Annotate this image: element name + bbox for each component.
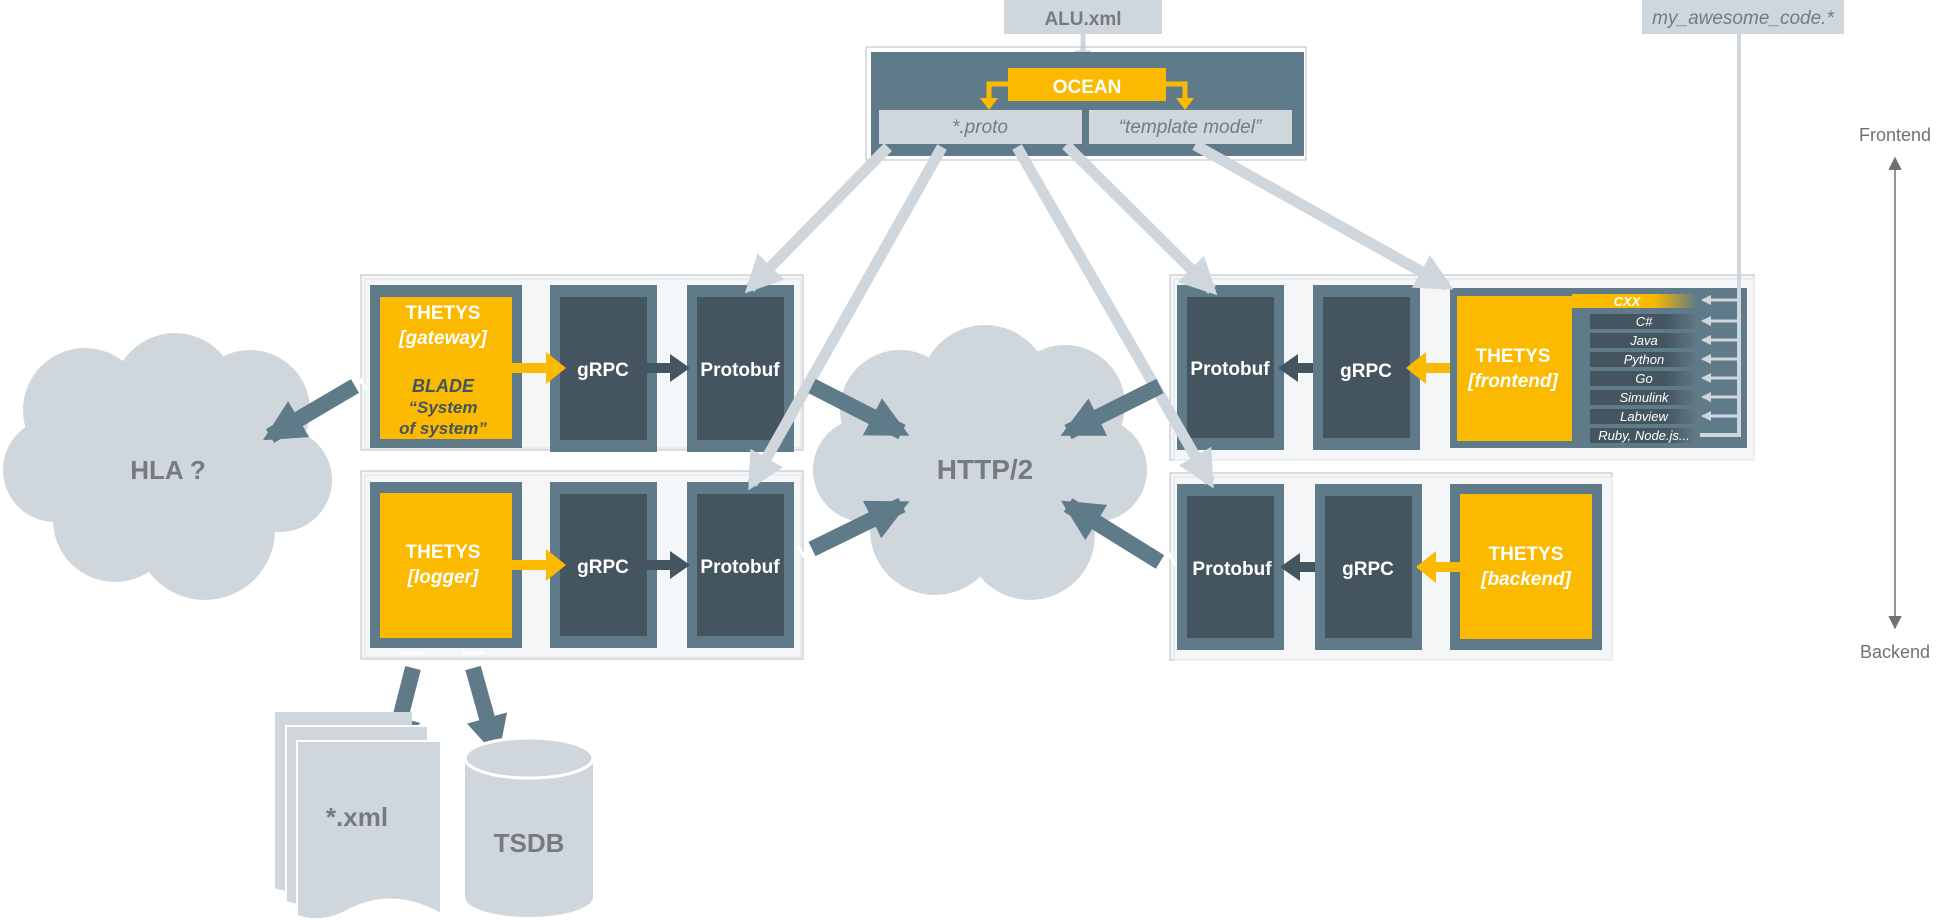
proto-box: [879, 110, 1082, 144]
hla-cloud: [3, 333, 332, 600]
language-bar-ruby: [1590, 428, 1697, 443]
grpc-logger-label: gRPC: [577, 557, 629, 578]
language-go: Go: [1635, 371, 1652, 386]
thetys-gateway-title: THETYS: [406, 303, 481, 324]
template-model-box: [1089, 110, 1292, 144]
thetys-backend-role: [backend]: [1480, 569, 1571, 590]
blade-label: BLADE: [412, 376, 475, 396]
my-code-feed: [1700, 34, 1741, 437]
protobuf-logger-box: [697, 494, 784, 636]
ocean-distribution-arrows: [744, 140, 1454, 491]
protobuf-frontend-box: [1187, 297, 1274, 438]
thetys-backend-box: [1460, 494, 1592, 639]
ocean-right-arrow: [1166, 81, 1188, 104]
xml-documents: [275, 712, 442, 920]
tsdb-label: TSDB: [494, 828, 565, 858]
my-code-box: [1642, 0, 1844, 34]
language-python: Python: [1624, 352, 1664, 367]
thetys-logger-box: [380, 493, 512, 638]
thetys-frontend-box: [1457, 296, 1572, 441]
language-ruby-node: Ruby, Node.js...: [1598, 428, 1690, 443]
system-of-system-line2: of system”: [399, 419, 487, 438]
tsdb-cylinder: [463, 736, 595, 917]
system-of-system-line1: “System: [409, 398, 478, 417]
xml-label: *.xml: [326, 802, 388, 832]
alu-xml-label: ALU.xml: [1044, 9, 1121, 30]
grpc-frontend-box: [1323, 297, 1410, 438]
language-labview: Labview: [1620, 409, 1669, 424]
language-bar-csharp: [1590, 314, 1697, 329]
thetys-logger-title: THETYS: [406, 542, 481, 563]
logger-internal-arrows: [512, 549, 690, 581]
language-bar-java: [1590, 333, 1697, 348]
ocean-label: OCEAN: [1053, 77, 1122, 98]
http2-label: HTTP/2: [937, 454, 1033, 485]
grpc-gateway-label: gRPC: [577, 360, 629, 381]
language-simulink: Simulink: [1619, 390, 1670, 405]
grpc-logger-box: [560, 494, 647, 636]
thetys-gateway-role: [gateway]: [398, 328, 487, 349]
protobuf-backend-label: Protobuf: [1192, 559, 1272, 580]
grpc-gateway-box: [560, 297, 647, 440]
network-arrows: [262, 378, 1165, 759]
language-bar-python: [1590, 352, 1697, 367]
thetys-gateway-box: [380, 297, 512, 439]
protobuf-logger-label: Protobuf: [700, 557, 780, 578]
ocean-box: [1008, 68, 1166, 101]
language-list: CXX C# Java Python Go Simulink Labview R…: [1572, 294, 1697, 443]
language-bar-cxx: [1572, 294, 1697, 308]
grpc-backend-label: gRPC: [1342, 559, 1394, 580]
thetys-frontend-role: [frontend]: [1467, 371, 1558, 392]
backend-internal-arrows: [1280, 551, 1460, 583]
proto-label: *.proto: [952, 117, 1008, 138]
protobuf-backend-box: [1187, 496, 1274, 638]
grpc-frontend-label: gRPC: [1340, 361, 1392, 382]
protobuf-frontend-label: Protobuf: [1190, 359, 1270, 380]
frontend-internal-arrows: [1278, 352, 1450, 384]
template-model-label: “template model”: [1119, 117, 1263, 138]
protobuf-gateway-label: Protobuf: [700, 360, 780, 381]
thetys-frontend-title: THETYS: [1476, 346, 1551, 367]
axis-backend-label: Backend: [1860, 642, 1930, 662]
my-code-label: my_awesome_code.*: [1652, 8, 1834, 29]
grpc-backend-box: [1325, 496, 1412, 638]
thetys-logger-role: [logger]: [407, 567, 479, 588]
language-bar-go: [1590, 371, 1697, 386]
alu-xml-box: [1004, 0, 1162, 34]
language-java: Java: [1629, 333, 1657, 348]
language-csharp: C#: [1636, 314, 1653, 329]
language-cxx: CXX: [1614, 294, 1642, 309]
hla-label: HLA ?: [130, 455, 206, 485]
ocean-left-arrow: [986, 81, 1008, 104]
thetys-backend-title: THETYS: [1489, 544, 1564, 565]
protobuf-gateway-box: [697, 297, 784, 440]
gateway-internal-arrows: [512, 352, 690, 384]
language-bar-simulink: [1590, 390, 1697, 405]
axis-frontend-label: Frontend: [1859, 125, 1931, 145]
language-bar-labview: [1590, 409, 1697, 424]
